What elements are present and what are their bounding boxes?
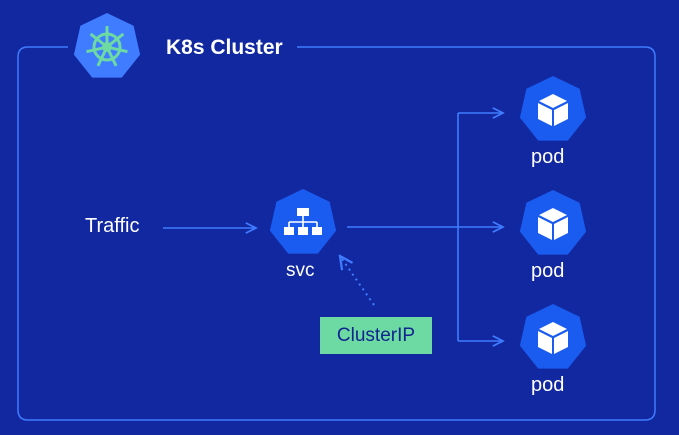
cube-icon <box>538 94 568 126</box>
clusterip-badge: ClusterIP <box>320 317 432 354</box>
cube-icon <box>538 322 568 354</box>
pod-label: pod <box>531 374 565 396</box>
kubernetes-helm-icon <box>73 13 141 78</box>
pod-label: pod <box>531 146 565 168</box>
cluster-border <box>17 46 656 421</box>
clusterip-dotted-arrow <box>340 256 375 306</box>
service-node <box>269 189 337 254</box>
network-tree-icon <box>284 208 322 235</box>
pod-node <box>519 304 587 369</box>
traffic-label: Traffic <box>85 215 140 237</box>
pod-node <box>519 190 587 255</box>
cube-icon <box>538 208 568 240</box>
cluster-title: K8s Cluster <box>166 36 283 59</box>
service-label: svc <box>286 260 315 281</box>
pod-node <box>519 76 587 141</box>
pod-label: pod <box>531 260 565 282</box>
